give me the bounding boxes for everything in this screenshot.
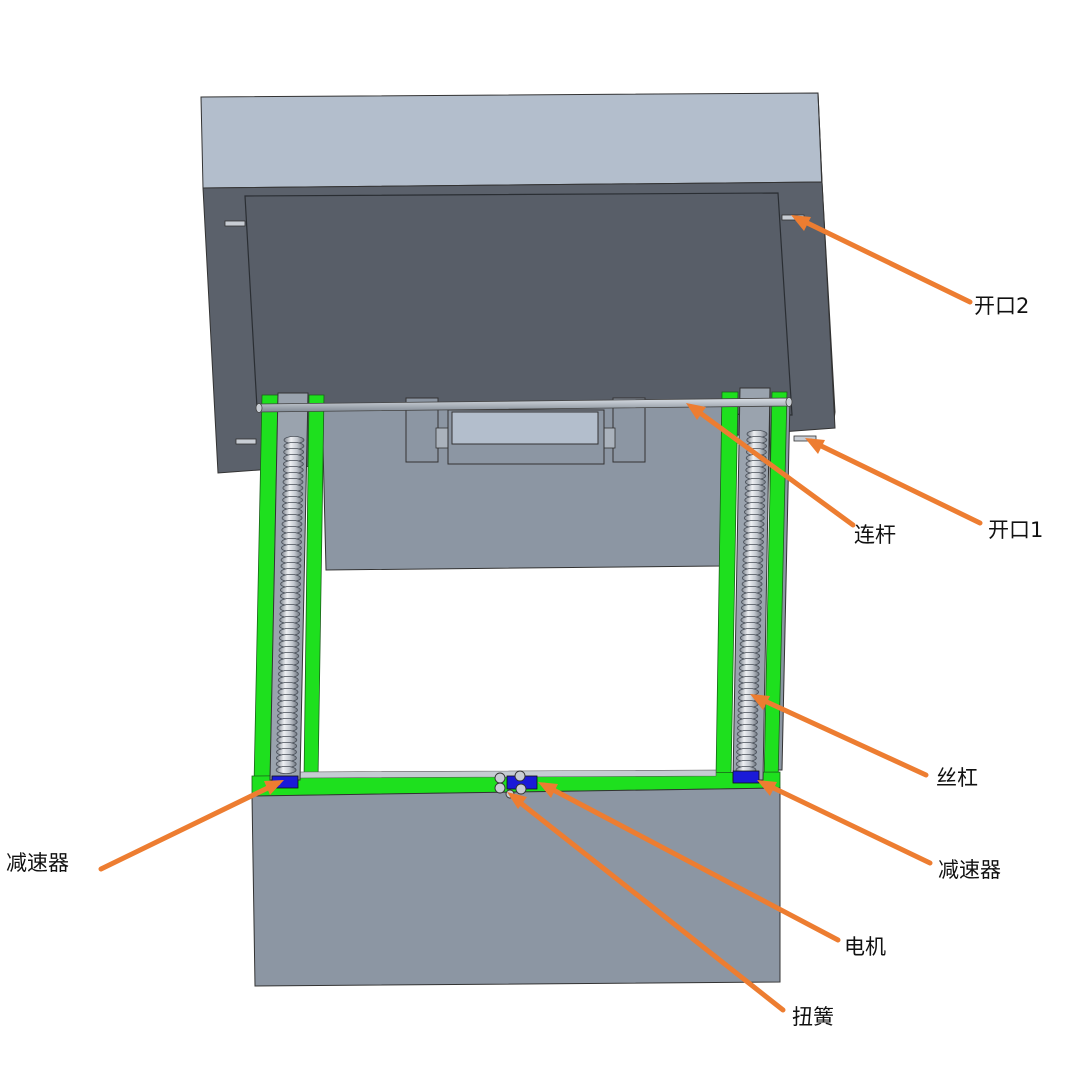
arrow-reducer-left bbox=[98, 780, 284, 872]
rod-end-left bbox=[255, 403, 263, 413]
torsion-spring bbox=[494, 770, 527, 799]
hinge-block-right bbox=[612, 397, 646, 463]
rod-end-right bbox=[785, 397, 793, 407]
front-body bbox=[251, 787, 781, 987]
hinge-knuckle-right bbox=[602, 427, 616, 449]
screw-thread bbox=[275, 766, 297, 775]
reducer-right bbox=[732, 770, 760, 784]
arrow-connecting-rod bbox=[686, 403, 856, 528]
label-reducer-right: 减速器 bbox=[938, 858, 1001, 882]
lid-top-face bbox=[200, 92, 823, 189]
arrow-opening-1 bbox=[805, 438, 983, 526]
arrow-torsion-spring bbox=[507, 792, 786, 1013]
pin-right-lower bbox=[793, 435, 817, 442]
label-motor: 电机 bbox=[844, 935, 886, 959]
arrow-motor bbox=[538, 782, 841, 943]
label-lead-screw: 丝杠 bbox=[936, 766, 978, 790]
hinge-window bbox=[451, 411, 599, 445]
pin-left-upper bbox=[224, 220, 246, 227]
arrow-reducer-right bbox=[757, 780, 933, 866]
lid-inner-panel bbox=[244, 192, 793, 416]
pin-left-lower bbox=[235, 438, 257, 445]
label-reducer-left: 减速器 bbox=[6, 851, 69, 875]
label-connecting-rod: 连杆 bbox=[854, 523, 896, 547]
arrow-opening-2 bbox=[791, 215, 973, 305]
hinge-assembly bbox=[405, 397, 646, 465]
lead-screw-left bbox=[275, 435, 305, 775]
leader-arrows bbox=[98, 215, 983, 1013]
label-torsion-spring: 扭簧 bbox=[792, 1005, 834, 1029]
label-opening-1: 开口1 bbox=[988, 518, 1044, 542]
label-opening-2: 开口2 bbox=[974, 294, 1030, 318]
arrow-lead-screw bbox=[750, 694, 929, 778]
hinge-knuckle-left bbox=[435, 427, 449, 449]
